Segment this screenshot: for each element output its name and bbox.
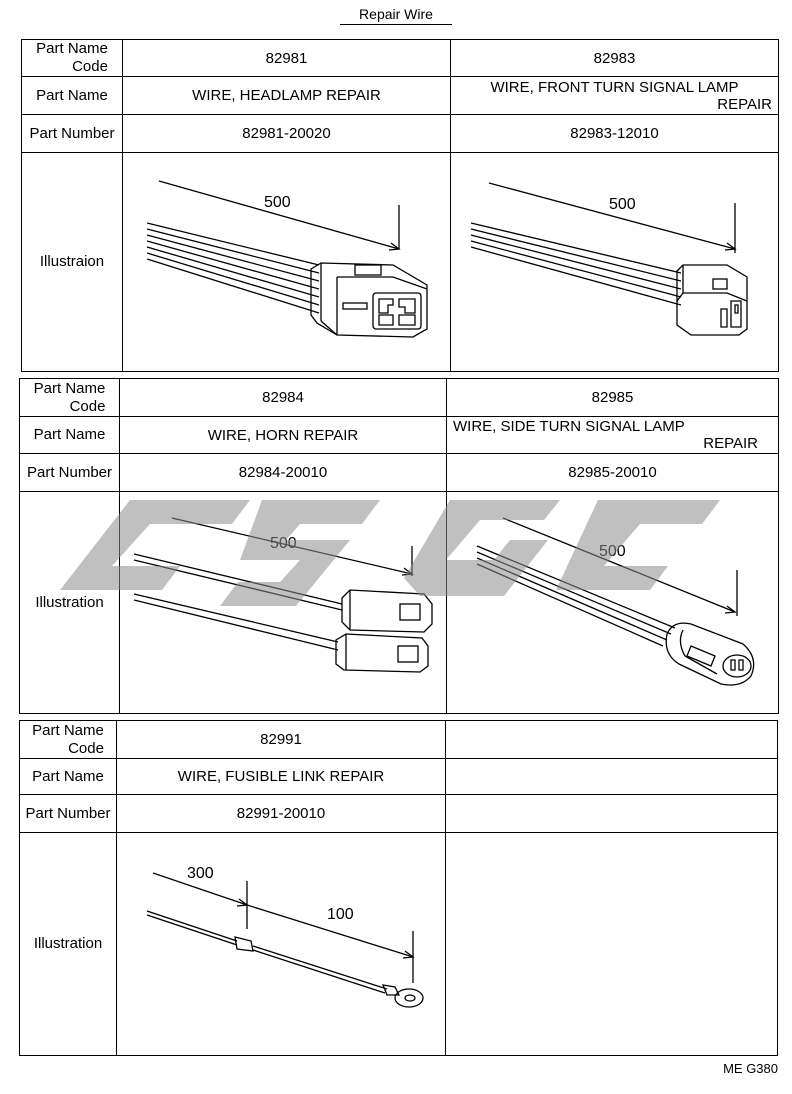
parts-table-1: Part Name Code 82981 82983 Part Name WIR… — [21, 39, 779, 372]
part-name-cell: WIRE, FUSIBLE LINK REPAIR — [116, 758, 446, 795]
table-row: Part Name WIRE, FUSIBLE LINK REPAIR — [19, 758, 778, 795]
table-row: Part Name Code 82991 — [19, 720, 778, 759]
dimension-label: 500 — [270, 535, 297, 552]
fusible-link-wire-illustration: 300 100 — [146, 865, 424, 1008]
illustration-cell: 500 — [119, 491, 447, 714]
name-line: REPAIR — [717, 95, 772, 113]
part-name-cell: WIRE, HORN REPAIR — [119, 416, 447, 454]
part-number-label: Part Number — [19, 794, 117, 833]
side-turn-signal-wire-illustration: 500 — [476, 517, 755, 686]
parts-table-3: Part Name Code 82991 Part Name WIRE, FUS… — [19, 720, 778, 1056]
part-name-code-label: Part Name Code — [19, 378, 120, 417]
part-number-label: Part Number — [21, 114, 123, 153]
part-number-cell: 82983-12010 — [450, 114, 779, 153]
table-row: Part Name WIRE, HORN REPAIR WIRE, SIDE T… — [19, 416, 779, 454]
part-name-code-label: Part Name Code — [21, 39, 123, 77]
dimension-label: 500 — [599, 543, 626, 560]
part-number-cell: 82984-20010 — [119, 453, 447, 492]
part-code-cell: 82985 — [446, 378, 779, 417]
document-code: ME G380 — [723, 1061, 778, 1076]
empty-cell — [445, 832, 778, 1056]
label-line: Part Name — [32, 721, 104, 739]
name-line: REPAIR — [703, 435, 758, 452]
table-row: Part Name Code 82984 82985 — [19, 378, 779, 417]
illustration-label: Illustration — [19, 832, 117, 1056]
illustration-cell: 500 — [450, 152, 779, 372]
parts-table-2: Part Name Code 82984 82985 Part Name WIR… — [19, 378, 779, 714]
dimension-label: 100 — [327, 906, 354, 923]
name-line: WIRE, SIDE TURN SIGNAL LAMP — [453, 418, 685, 435]
label-line: Code — [72, 58, 108, 75]
table-row: Illustraion — [21, 152, 779, 372]
table-row: Illustration — [19, 832, 778, 1056]
illustration-label: Illustraion — [21, 152, 123, 372]
table-row: Part Number 82991-20010 — [19, 794, 778, 833]
dimension-label: 300 — [187, 865, 214, 882]
horn-wire-illustration: 500 — [133, 517, 433, 673]
table-row: Part Number 82981-20020 82983-12010 — [21, 114, 779, 153]
part-name-cell: WIRE, SIDE TURN SIGNAL LAMP REPAIR — [446, 416, 779, 454]
part-code-cell: 82981 — [122, 39, 451, 77]
empty-cell — [445, 720, 778, 759]
part-number-label: Part Number — [19, 453, 120, 492]
front-turn-signal-wire-illustration: 500 — [470, 182, 748, 336]
part-name-cell: WIRE, HEADLAMP REPAIR — [122, 76, 451, 115]
label-line: Part Name — [36, 40, 108, 57]
part-name-code-label: Part Name Code — [19, 720, 117, 759]
headlamp-wire-illustration: 500 — [146, 180, 428, 338]
table-row: Illustration 500 — [19, 491, 779, 714]
part-name-label: Part Name — [21, 76, 123, 115]
page-title: Repair Wire — [340, 6, 452, 25]
label-line: Code — [69, 397, 106, 415]
table-row: Part Number 82984-20010 82985-20010 — [19, 453, 779, 492]
part-name-label: Part Name — [19, 416, 120, 454]
illustration-label: Illustration — [19, 491, 120, 714]
table-row: Part Name WIRE, HEADLAMP REPAIR WIRE, FR… — [21, 76, 779, 115]
name-line: WIRE, FRONT TURN SIGNAL LAMP — [490, 78, 739, 96]
part-code-cell: 82984 — [119, 378, 447, 417]
label-line: Part Name — [33, 379, 106, 397]
part-number-cell: 82985-20010 — [446, 453, 779, 492]
table-row: Part Name Code 82981 82983 — [21, 39, 779, 77]
label-line: Code — [68, 739, 104, 757]
part-code-cell: 82991 — [116, 720, 446, 759]
illustration-cell: 500 — [122, 152, 451, 372]
part-number-cell: 82981-20020 — [122, 114, 451, 153]
dimension-label: 500 — [264, 194, 291, 211]
empty-cell — [445, 758, 778, 795]
part-number-cell: 82991-20010 — [116, 794, 446, 833]
part-code-cell: 82983 — [450, 39, 779, 77]
dimension-label: 500 — [609, 196, 636, 213]
part-name-label: Part Name — [19, 758, 117, 795]
illustration-cell: 500 — [446, 491, 779, 714]
illustration-cell: 300 100 — [116, 832, 446, 1056]
empty-cell — [445, 794, 778, 833]
